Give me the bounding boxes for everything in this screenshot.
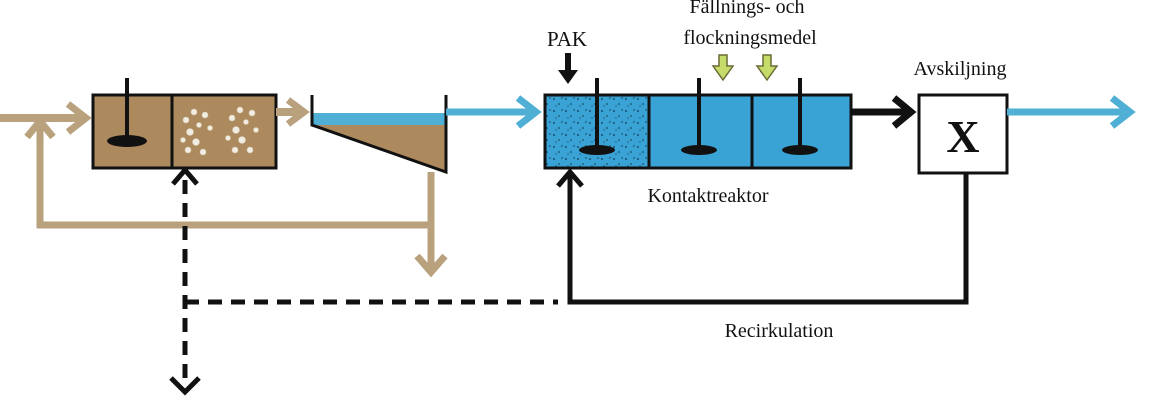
settler (310, 95, 448, 175)
treatment-section (446, 53, 1136, 305)
pretreatment-section (0, 78, 448, 278)
sludge-return-lines (24, 115, 448, 278)
dashed-sludge-line (182, 180, 558, 378)
dashed-down-arrowhead (169, 376, 201, 396)
chemicals-label-line2: flockningsmedel (683, 27, 817, 49)
mixing-tank (91, 93, 278, 170)
pak-dosing-arrow (558, 53, 578, 84)
pak-label: PAK (547, 27, 587, 51)
separator-box (917, 93, 1009, 175)
water-arrowhead (515, 95, 542, 129)
recirculation-arrowhead (556, 168, 584, 188)
separator-symbol: X (946, 111, 979, 162)
recirculation-label: Recirkulation (725, 320, 834, 342)
effluent-arrowhead (1109, 95, 1136, 129)
chemical-dosing-arrows (711, 54, 779, 82)
contact-reactor-label: Kontaktreaktor (647, 185, 768, 207)
bubbles-icon (180, 106, 259, 156)
separation-label: Avskiljning (914, 58, 1007, 80)
inflow-arrowhead (65, 101, 92, 135)
mixer-blade-icon (107, 135, 147, 147)
reactor-mixer-icons (579, 78, 818, 155)
tank-to-settler-arrowhead (285, 97, 310, 127)
chemicals-label-line1: Fällnings- och (690, 0, 805, 18)
recirculation-line (567, 173, 969, 305)
dashed-up-arrowhead (171, 166, 199, 186)
reactor-to-separator-arrowhead (891, 95, 917, 129)
